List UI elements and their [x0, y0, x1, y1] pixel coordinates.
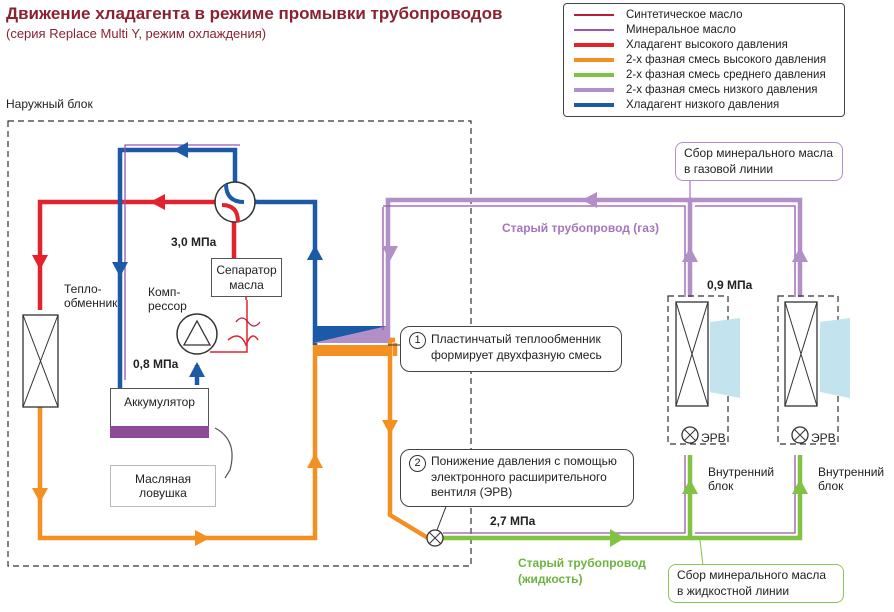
- low-pressure-value: 0,8 МПа: [133, 357, 179, 371]
- orange-arrows: [32, 420, 398, 546]
- indoor-pressure-value: 0,9 МПа: [707, 278, 753, 292]
- diagram-title: Движение хладагента в режиме промывки тр…: [6, 4, 503, 23]
- legend-label: Хладагент низкого давления: [626, 98, 780, 111]
- accumulator-oil: [110, 426, 209, 438]
- callout-plate-hx: 1 Пластинчатый теплообменник формирует д…: [400, 326, 622, 372]
- callout-1-text: Пластинчатый теплообменник формирует дву…: [431, 332, 602, 362]
- red-arrows: [32, 194, 165, 270]
- blue-arrows: [112, 142, 323, 377]
- legend-label: 2-х фазная смесь среднего давления: [626, 68, 826, 81]
- coil-upper: [235, 317, 261, 327]
- legend: Синтетическое масло Минеральное масло Хл…: [563, 3, 845, 117]
- compressor: [176, 313, 218, 355]
- mineral-oil-thin: [124, 144, 240, 380]
- legend-item-low-two-phase: 2-х фазная смесь низкого давления: [574, 82, 818, 97]
- legend-label: 2-х фазная смесь низкого давления: [626, 83, 818, 96]
- liquid-pressure-value: 2,7 МПа: [490, 514, 536, 528]
- legend-item-medium-two-phase: 2-х фазная смесь среднего давления: [574, 67, 826, 82]
- legend-label: Минеральное масло: [626, 23, 736, 36]
- callout-1-number: 1: [409, 332, 426, 349]
- oil-separator: Сепаратор масла: [211, 258, 282, 297]
- legend-label: Синтетическое масло: [626, 8, 743, 21]
- legend-swatch: [574, 102, 614, 107]
- legend-swatch: [574, 57, 614, 62]
- callout-gas-oil-collection: Сбор минерального масла в газовой линии: [675, 142, 843, 182]
- legend-swatch: [574, 28, 614, 31]
- legend-swatch: [574, 87, 614, 92]
- plate-hx-orange: [313, 345, 388, 356]
- legend-swatch: [574, 13, 614, 16]
- mineral-oil-gas-2: [383, 205, 686, 297]
- legend-label: Хладагент высокого давления: [626, 38, 788, 51]
- mineral-oil-gas-3: [695, 205, 796, 297]
- mineral-oil-liquid: [443, 455, 686, 534]
- erv-1-label: ЭРВ: [701, 431, 726, 445]
- compressor-label: Комп- рессор: [148, 285, 187, 314]
- orange-outdoor-loop: [37, 337, 395, 541]
- oil-trap: Масляная ловушка: [110, 465, 216, 507]
- outdoor-unit-label: Наружный блок: [6, 97, 93, 111]
- legend-label: 2-х фазная смесь высокого давления: [626, 53, 827, 66]
- legend-item-mineral-oil: Минеральное масло: [574, 22, 736, 37]
- purple-gas-branch: [690, 197, 803, 297]
- green-arrows: [610, 479, 808, 547]
- callout-2-text: Понижение давления с помощью электронног…: [431, 454, 617, 500]
- callout-2-number: 2: [409, 455, 426, 472]
- coil: [227, 335, 259, 348]
- oil-trap-pipe: [214, 427, 233, 479]
- legend-item-low-pressure: Хладагент низкого давления: [574, 97, 779, 112]
- leader-liquid-oil: [699, 539, 704, 567]
- indoor-unit-2-label: Внутренний блок: [818, 465, 885, 494]
- liquid-pipe-label: Старый трубопровод (жидкость): [518, 556, 646, 586]
- legend-item-high-two-phase: 2-х фазная смесь высокого давления: [574, 52, 826, 67]
- legend-item-high-pressure: Хладагент высокого давления: [574, 37, 788, 52]
- leader-2: [436, 503, 448, 531]
- heat-exchanger-label: Тепло- обменник: [64, 282, 118, 311]
- plate-hx-purple: [313, 326, 388, 343]
- mineral-oil-liquid-2: [695, 455, 796, 534]
- erv-2-label: ЭРВ: [811, 431, 836, 445]
- indoor-unit-1: [667, 295, 740, 445]
- separator-label: Сепаратор масла: [216, 263, 277, 292]
- legend-swatch: [574, 42, 614, 47]
- indoor-unit-1-label: Внутренний блок: [708, 465, 775, 494]
- oil-trap-label: Масляная ловушка: [134, 471, 192, 500]
- gas-pipe-label: Старый трубопровод (газ): [502, 221, 659, 235]
- indoor-unit-2: [777, 295, 850, 445]
- legend-item-synthetic-oil: Синтетическое масло: [574, 7, 743, 22]
- diagram-subtitle: (серия Replace Multi Y, режим охлаждения…: [6, 26, 267, 41]
- purple-arrows: [382, 192, 808, 262]
- accumulator-label: Аккумулятор: [124, 395, 195, 409]
- callout-expansion-valve: 2 Понижение давления с помощью электронн…: [400, 449, 634, 507]
- high-pressure-value: 3,0 МПа: [171, 235, 217, 249]
- accumulator: Аккумулятор: [110, 388, 209, 426]
- callout-liquid-oil-collection: Сбор минерального масла в жидкостной лин…: [668, 564, 844, 604]
- legend-swatch: [574, 72, 614, 77]
